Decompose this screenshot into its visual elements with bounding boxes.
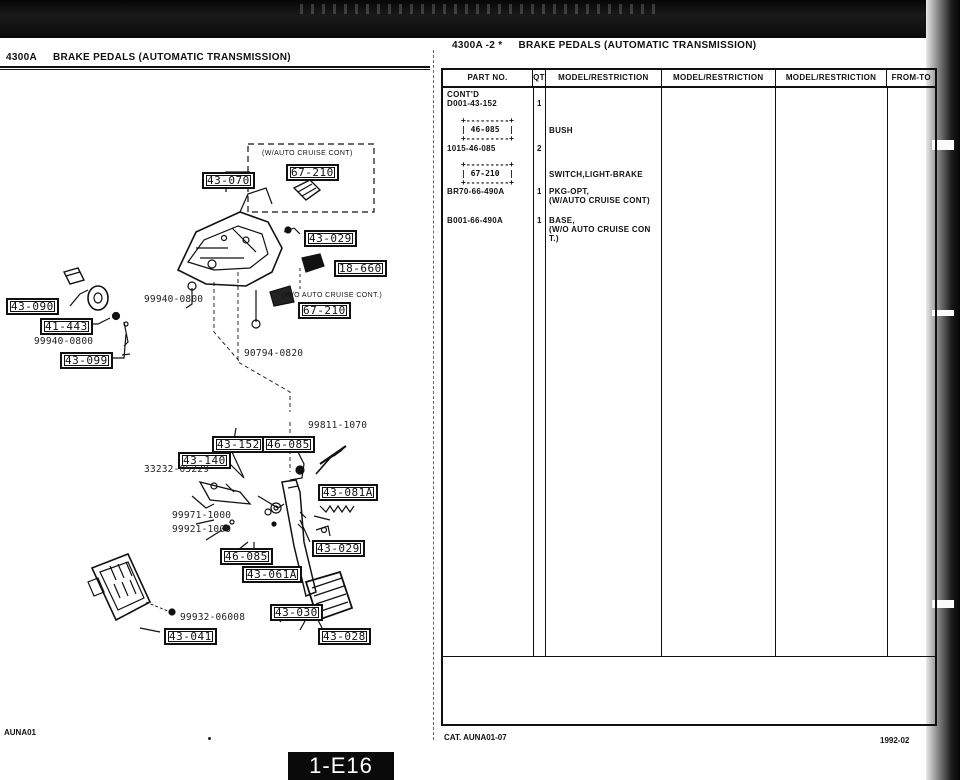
- ref-box-43-090: 43-090: [6, 298, 59, 315]
- page-number-badge: 1-E16: [288, 752, 394, 780]
- cell-description: SWITCH,LIGHT-BRAKE: [549, 170, 643, 179]
- header-model-restriction-2: MODEL/RESTRICTION: [662, 70, 776, 86]
- label-33232-05229: 33232-05229: [144, 464, 210, 475]
- title-rule-thin: [0, 69, 430, 70]
- cell-qty: 1: [537, 216, 542, 225]
- ref-marker-46-085: +---------+ | 46-085 | +---------+: [461, 116, 514, 143]
- ref-box-43-140: 43-140: [178, 452, 231, 469]
- scan-top-band: [0, 0, 960, 38]
- ref-box-46-085-top: 46-085: [262, 436, 315, 453]
- note-without-cruise: (W/O AUTO CRUISE CONT.): [282, 292, 383, 299]
- footer-dot: [208, 737, 211, 740]
- ref-box-43-099: 43-099: [60, 352, 113, 369]
- ref-box-43-041: 43-041: [164, 628, 217, 645]
- footer-year: 1992-02: [880, 736, 910, 745]
- col-divider: [533, 86, 534, 656]
- label-99971-1000: 99971-1000: [172, 510, 232, 521]
- col-divider: [545, 86, 546, 656]
- ref-box-41-443: 41-443: [40, 318, 93, 335]
- col-divider: [775, 86, 776, 656]
- ref-box-43-029-bottom: 43-029: [312, 540, 365, 557]
- exploded-parts-diagram: (W/AUTO CRUISE CONT) 67-210 43-070 43-02…: [0, 72, 432, 702]
- cell-part-no: CONT'D: [447, 90, 480, 99]
- right-page-title: 4300A -2 *BRAKE PEDALS (AUTOMATIC TRANSM…: [452, 40, 757, 51]
- cell-restriction: (W/O AUTO CRUISE CON: [549, 225, 651, 234]
- col-divider: [887, 86, 888, 656]
- page-divider: [433, 50, 434, 740]
- label-99940-0800-b: 99940-0800: [34, 336, 94, 347]
- ref-box-43-061a: 43-061A: [242, 566, 302, 583]
- cell-description: PKG-OPT,: [549, 187, 590, 196]
- table-footer-rule: [443, 656, 935, 657]
- cell-restriction: (W/AUTO CRUISE CONT): [549, 196, 650, 205]
- footer-catalog-number: CAT. AUNA01-07: [444, 733, 507, 742]
- ref-marker-67-210: +---------+ | 67-210 | +---------+: [461, 160, 514, 187]
- note-with-cruise: (W/AUTO CRUISE CONT): [262, 150, 353, 157]
- header-model-restriction-3: MODEL/RESTRICTION: [776, 70, 888, 86]
- header-qty: QTY: [533, 70, 546, 86]
- diagram-linework: [60, 143, 375, 633]
- cell-description: BUSH: [549, 126, 573, 135]
- header-from-to: FROM-TO: [891, 73, 931, 82]
- ref-box-43-081a: 43-081A: [318, 484, 378, 501]
- ref-box-43-029-top: 43-029: [304, 230, 357, 247]
- ref-box-18-660: 18-660: [334, 260, 387, 277]
- title-rule: [0, 66, 430, 68]
- label-99932-06008: 99932-06008: [180, 612, 246, 623]
- cell-part-no: BR70-66-490A: [447, 187, 505, 196]
- footer-catalog-id: AUNA01: [4, 728, 37, 737]
- ref-box-43-030: 43-030: [270, 604, 323, 621]
- label-90794-0820: 90794-0820: [244, 348, 304, 359]
- cell-qty: 1: [537, 99, 542, 108]
- cell-restriction-cont: T.): [549, 234, 559, 243]
- header-model-restriction-1: MODEL/RESTRICTION: [546, 70, 662, 86]
- scan-right-edge: [926, 0, 960, 780]
- cell-part-no: B001-66-490A: [447, 216, 504, 225]
- cell-description: BASE,: [549, 216, 575, 225]
- label-99921-1000: 99921-1000: [172, 524, 232, 535]
- header-part-no: PART NO.: [443, 70, 534, 86]
- cell-qty: 2: [537, 144, 542, 153]
- ref-box-67-210-top: 67-210: [286, 164, 339, 181]
- label-99811-1070: 99811-1070: [308, 420, 368, 431]
- ref-box-67-210-mid: 67-210: [298, 302, 351, 319]
- label-99940-0800-a: 99940-0800: [144, 294, 204, 305]
- ref-box-43-070: 43-070: [202, 172, 255, 189]
- table-header: PART NO. QTY MODEL/RESTRICTION MODEL/RES…: [443, 70, 935, 88]
- ref-box-43-152: 43-152: [212, 436, 265, 453]
- cell-part-no: D001-43-152: [447, 99, 497, 108]
- col-divider: [661, 86, 662, 656]
- parts-table: PART NO. QTY MODEL/RESTRICTION MODEL/RES…: [441, 68, 937, 726]
- ref-box-43-028: 43-028: [318, 628, 371, 645]
- cell-part-no: 1015-46-085: [447, 144, 496, 153]
- cell-qty: 1: [537, 187, 542, 196]
- ref-box-46-085-bottom: 46-085: [220, 548, 273, 565]
